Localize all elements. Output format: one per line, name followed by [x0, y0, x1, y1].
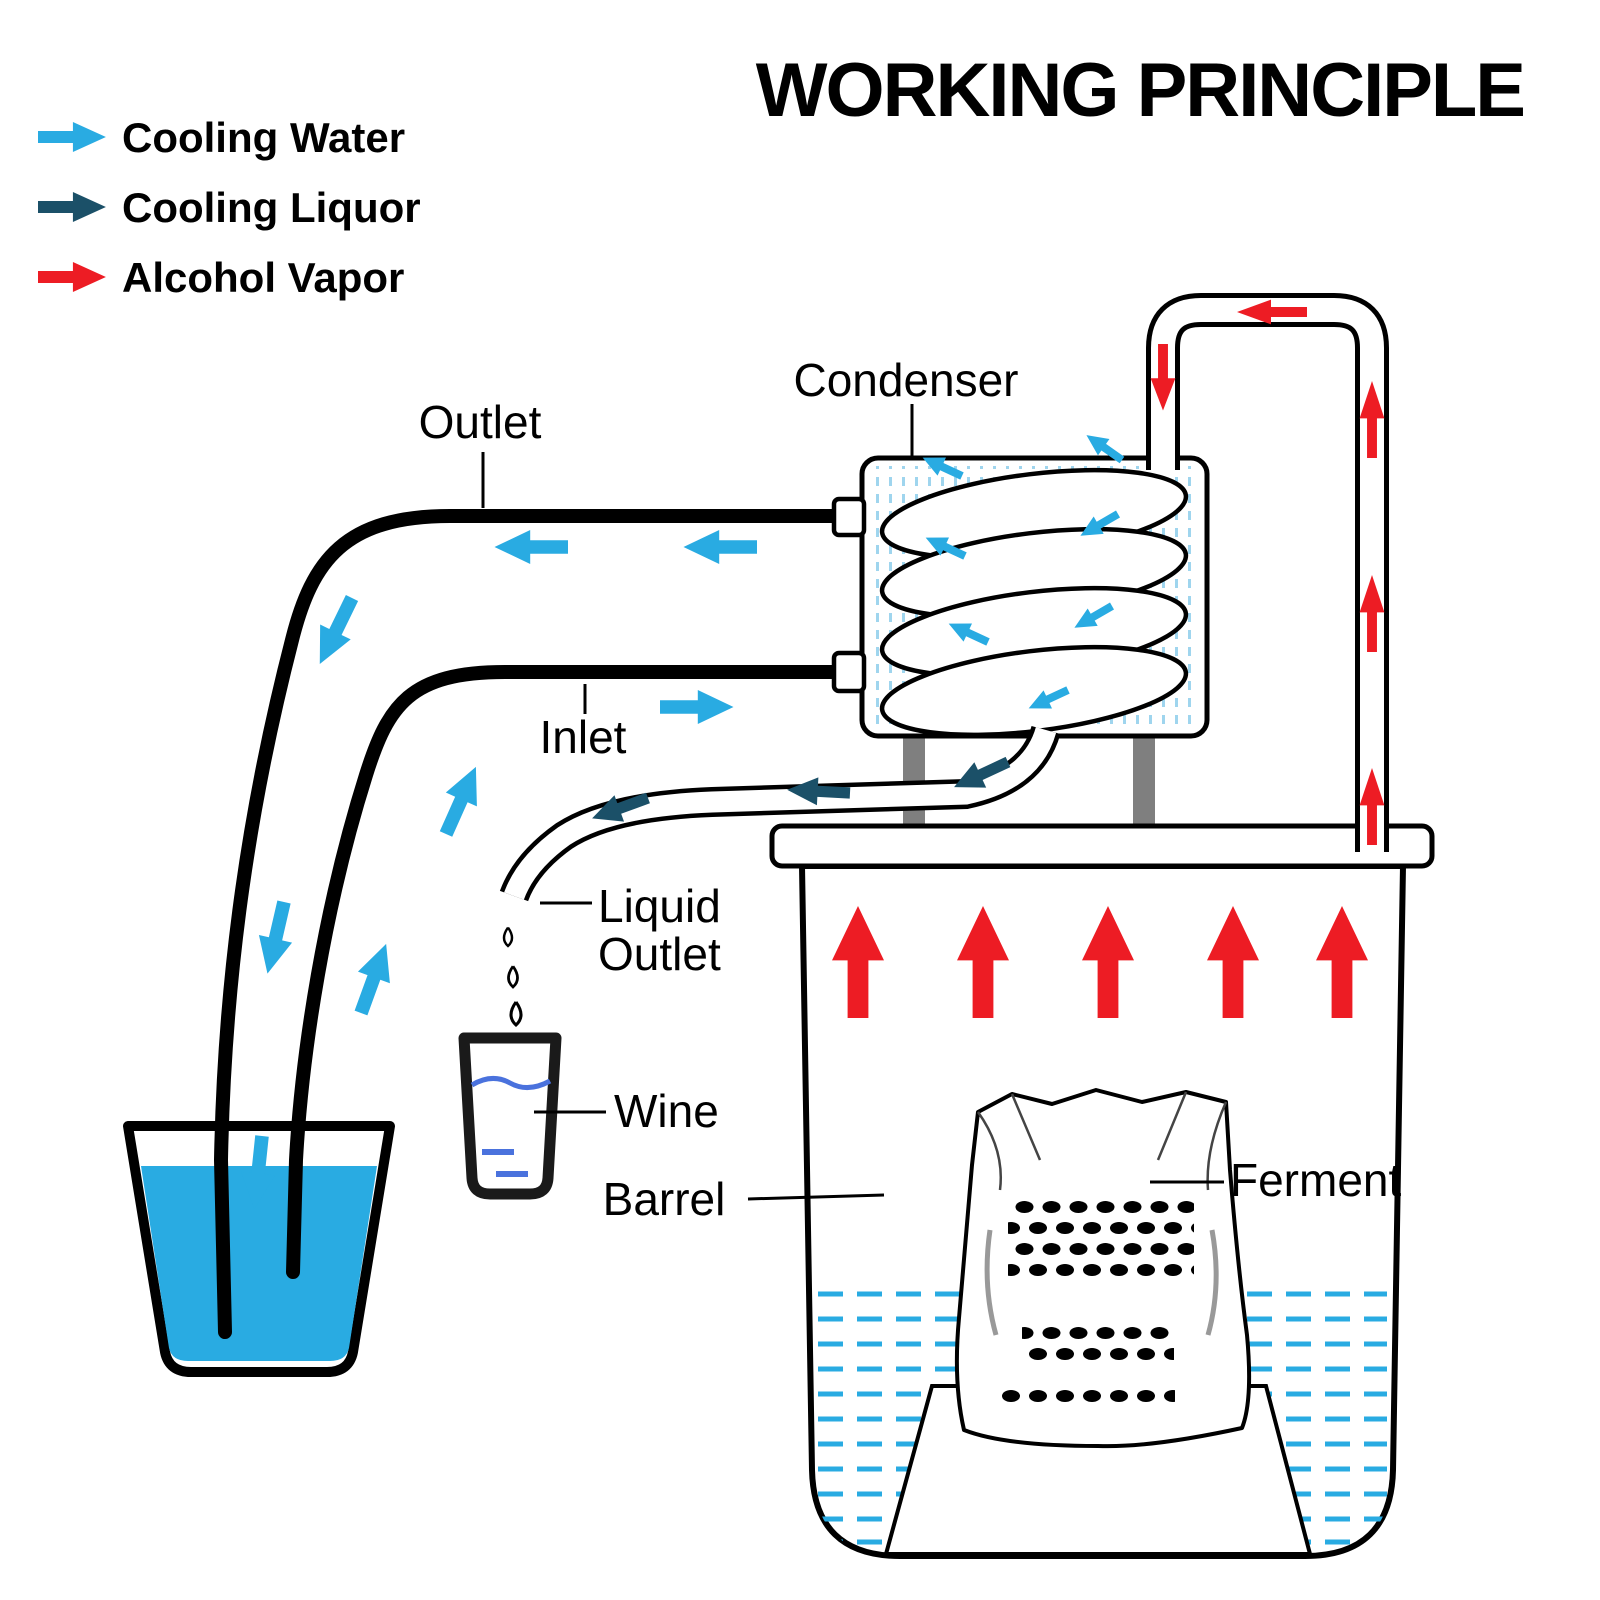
legend: Cooling Water Cooling Liquor Alcohol Vap…	[38, 114, 421, 301]
ferment-grain-dots	[1000, 1384, 1175, 1411]
legend-label-cooling-water: Cooling Water	[122, 114, 405, 161]
bag-crease-lines	[976, 1091, 1228, 1191]
liquid-tube-core	[504, 726, 1057, 900]
liquid-outlet-label-line2: Outlet	[598, 928, 721, 980]
legend-label-cooling-liquor: Cooling Liquor	[122, 184, 421, 231]
outlet-label: Outlet	[419, 396, 542, 448]
ferment-bag	[954, 1088, 1252, 1449]
liquid-outlet-tube	[499, 725, 1061, 902]
inlet-label: Inlet	[540, 711, 627, 763]
wine-glass	[458, 1032, 562, 1200]
condenser-inlet-nozzle	[831, 650, 867, 694]
page-title: WORKING PRINCIPLE	[756, 48, 1524, 133]
droplet-icon	[507, 965, 519, 989]
wine-glass-outline	[458, 1032, 562, 1200]
wine-drops	[502, 926, 523, 1028]
barrel: Barrel Ferment	[603, 823, 1435, 1559]
condenser-label: Condenser	[793, 354, 1018, 406]
bag-side-mark-right	[1205, 1229, 1219, 1336]
water-bucket	[123, 1121, 395, 1377]
ferment-grain-dots	[1022, 1318, 1174, 1368]
barrel-lid	[769, 823, 1435, 869]
outlet-hose	[213, 509, 857, 1339]
ferment-label: Ferment	[1230, 1154, 1401, 1206]
bucket-water	[141, 1166, 377, 1361]
barrel-label: Barrel	[603, 1173, 726, 1225]
droplet-icon	[509, 1001, 523, 1028]
condenser-support-right	[1133, 730, 1155, 834]
legend-label-alcohol-vapor: Alcohol Vapor	[122, 254, 404, 301]
wine-label: Wine	[614, 1085, 719, 1137]
inlet-hose	[286, 665, 857, 1279]
wine-liquid-marks	[470, 1076, 552, 1177]
liquid-outlet-label-line1: Liquid	[598, 880, 721, 932]
condenser-outlet-nozzle	[831, 496, 867, 538]
wine-surface-wave	[470, 1076, 552, 1090]
ferment-grain-dots	[1008, 1192, 1194, 1280]
bag-side-mark-left	[984, 1229, 999, 1336]
barrel-leader-line	[747, 1193, 885, 1201]
droplet-icon	[502, 926, 514, 948]
